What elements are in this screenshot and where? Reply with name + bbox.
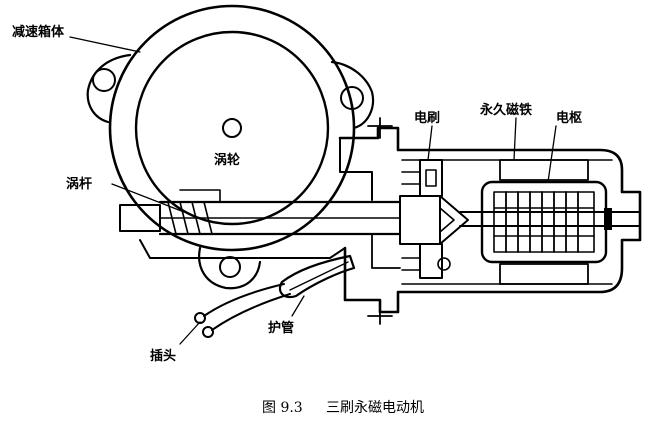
label-worm-wheel: 涡轮 (214, 152, 240, 168)
worm-wheel-hub (222, 118, 242, 138)
worm-shaft (119, 189, 402, 259)
lead-wires (203, 283, 291, 331)
permanent-magnet (499, 159, 589, 285)
label-brush: 电刷 (414, 110, 440, 126)
label-armature: 电枢 (556, 110, 582, 126)
worm-wheel (134, 30, 330, 226)
commutator-brush-assembly (399, 159, 469, 279)
figure-caption-title: 三刷永磁电动机 (326, 400, 424, 416)
brush-lower (419, 243, 443, 279)
gearbox-housing (86, 4, 375, 290)
plug-connectors (194, 312, 214, 338)
leader-lines (69, 36, 557, 345)
brush-upper (419, 159, 443, 197)
label-protective-tube: 护管 (268, 320, 294, 336)
armature (459, 180, 641, 264)
figure-caption-number: 图 9.3 (262, 400, 303, 416)
label-worm: 涡杆 (66, 176, 92, 192)
label-gearbox-housing: 减速箱体 (12, 24, 65, 40)
protective-tube (278, 254, 356, 299)
motor-housing (338, 117, 642, 325)
label-plug: 插头 (150, 348, 176, 364)
label-permanent-magnet: 永久磁铁 (479, 102, 532, 118)
